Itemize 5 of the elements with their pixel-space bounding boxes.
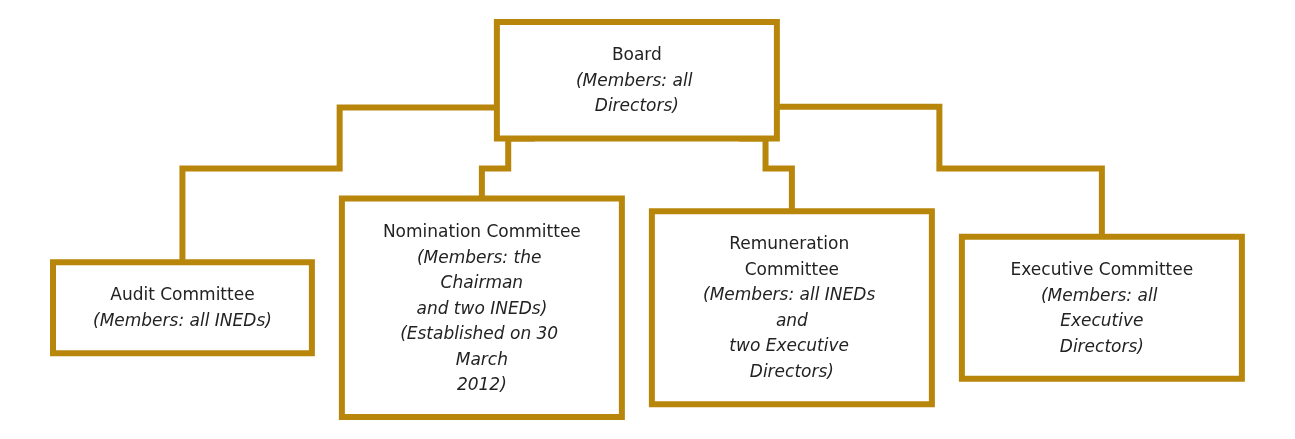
node-box: Executive Committee (Members: all Executive Directors) (958, 233, 1245, 382)
node-box: Audit Committee (Members: all INEDs) (50, 259, 315, 357)
node-box: Remuneration Committee (Members: all INEDs and two Executive Directors) (648, 208, 935, 408)
node-box: Nomination Committee (Members: the Chairman and two INEDs) (Established on 30 March 2012) (338, 195, 625, 420)
node-box: Board (Members: all Directors) (493, 19, 780, 142)
